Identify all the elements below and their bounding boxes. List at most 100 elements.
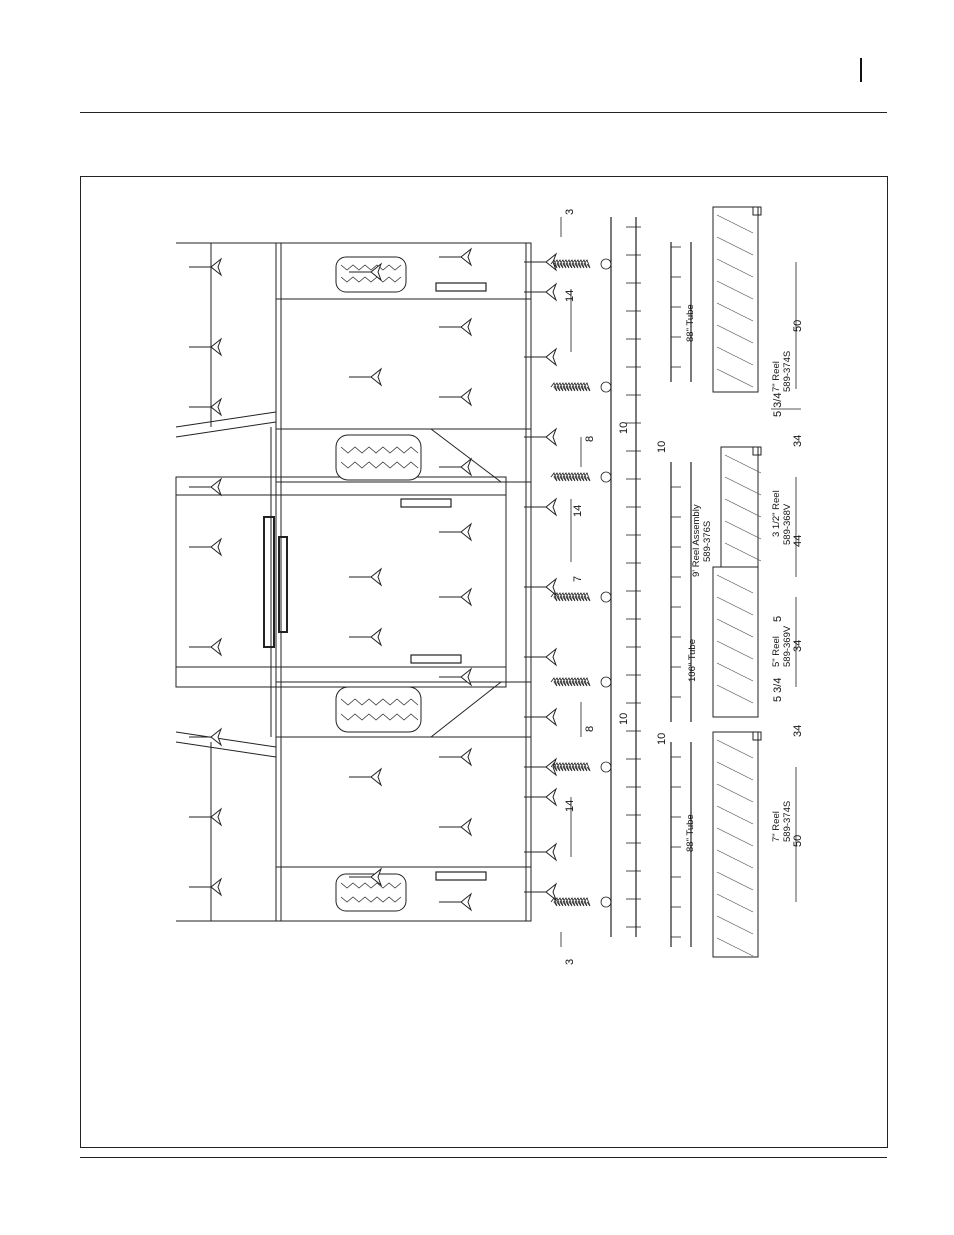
dim-top-50: 50 (792, 320, 804, 332)
sweep-shank (524, 254, 556, 270)
sweep-shank (524, 789, 556, 805)
cultivator-drawing: 7" Reel 589-374S 88" Tube 9' Reel Assemb… (81, 177, 887, 1147)
dim-top-10a: 10 (618, 422, 630, 434)
reel-hatch (725, 455, 761, 473)
sweep-shank (349, 629, 381, 645)
sweep-shank (189, 259, 221, 275)
sweep-shank (524, 709, 556, 725)
reel-hatch (717, 369, 753, 387)
dim-center-14: 14 (572, 505, 584, 517)
sweep-shank (349, 569, 381, 585)
reel-hatch (717, 828, 753, 846)
dim-center-5-3-4: 5 3/4 (772, 678, 784, 702)
dim-center-5: 5 (772, 616, 784, 622)
tires (336, 257, 421, 911)
tube-label-top: 88" Tube (685, 304, 696, 342)
sweep-shank (349, 769, 381, 785)
dim-bottom-14: 14 (564, 800, 576, 812)
reel-hatch (725, 477, 761, 495)
sweep-shank (189, 479, 221, 495)
reel-hatch (717, 806, 753, 824)
coil-spring (551, 898, 590, 906)
reel-hatch (717, 894, 753, 912)
reel-label-center-b-size: 5" Reel (771, 636, 782, 667)
spring-pivot (601, 472, 611, 482)
spring-pivot (601, 762, 611, 772)
footer-rule (80, 1157, 887, 1158)
reel-hatch (717, 916, 753, 934)
sweep-shank (439, 589, 471, 605)
dim-top-34: 34 (792, 435, 804, 447)
reel-hatch (717, 237, 753, 255)
reel-hatch (717, 850, 753, 868)
dim-center-8: 8 (584, 726, 596, 732)
dim-bottom-34: 34 (792, 725, 804, 737)
sweep-shank (439, 524, 471, 540)
reel-hatch (717, 762, 753, 780)
reel-hatch (717, 663, 753, 681)
sweep-shank (524, 349, 556, 365)
sweep-shank (189, 539, 221, 555)
sweep-shank (189, 399, 221, 415)
figure-frame: 7" Reel 589-374S 88" Tube 9' Reel Assemb… (80, 176, 888, 1148)
sweep-shank (189, 339, 221, 355)
reel-hatch (717, 597, 753, 615)
sweep-shank (189, 639, 221, 655)
reel-hatch (717, 938, 753, 956)
sweep-shank (439, 459, 471, 475)
spring-pivot (601, 897, 611, 907)
spring-pivot (601, 382, 611, 392)
reel-assembly-part: 589-376S (702, 521, 713, 562)
sweep-shank (439, 389, 471, 405)
reel-hatch (717, 641, 753, 659)
header-rule (80, 112, 887, 113)
reel-label-bottom-size: 7" Reel (771, 811, 782, 842)
reel-hatch (717, 619, 753, 637)
dim-top-8: 8 (584, 436, 596, 442)
reel-hatch (725, 499, 761, 517)
reel-hatch (717, 784, 753, 802)
reel-hatch (725, 521, 761, 539)
sweep-shank (189, 809, 221, 825)
sweep-shank (524, 499, 556, 515)
dim-center-44: 44 (792, 535, 804, 547)
sweep-shank (524, 649, 556, 665)
sweep-shank (439, 894, 471, 910)
reel-hatch (717, 259, 753, 277)
tube-label-bottom: 88" Tube (685, 814, 696, 852)
dim-bottom-3: 3 (564, 959, 576, 965)
sweep-shank (439, 749, 471, 765)
reel-hatch (717, 325, 753, 343)
coil-spring (551, 260, 590, 268)
sweep-shank (439, 319, 471, 335)
reel-assembly-label: 9' Reel Assembly (691, 504, 702, 577)
coil-spring (551, 763, 590, 771)
reel-hatch (717, 281, 753, 299)
coil-spring (551, 678, 590, 686)
dim-top-5-3-4: 5 3/4 (772, 393, 784, 417)
sweep-shank (349, 369, 381, 385)
rolling-reels (713, 207, 761, 957)
dim-center-7: 7 (572, 576, 584, 582)
sweep-shank (439, 669, 471, 685)
reel-label-top-part: 589-374S (782, 351, 793, 392)
reel-hatch (717, 303, 753, 321)
reel-hatch (717, 215, 753, 233)
reel-hatch (717, 872, 753, 890)
sweep-shank (524, 579, 556, 595)
dim-top-3: 3 (564, 209, 576, 215)
sweep-shank (524, 844, 556, 860)
reel-hatch (717, 685, 753, 703)
header-tick (860, 58, 862, 82)
sweep-shank (524, 429, 556, 445)
sweep-shank (524, 284, 556, 300)
dim-top-10b: 10 (656, 441, 668, 453)
reel-hatch (717, 347, 753, 365)
dim-bottom-50: 50 (792, 835, 804, 847)
sweep-shank (439, 819, 471, 835)
reel-hatch (725, 543, 761, 561)
coil-spring (551, 473, 590, 481)
sweep-shank (189, 729, 221, 745)
dim-center-10a: 10 (618, 713, 630, 725)
dim-center-10b: 10 (656, 733, 668, 745)
